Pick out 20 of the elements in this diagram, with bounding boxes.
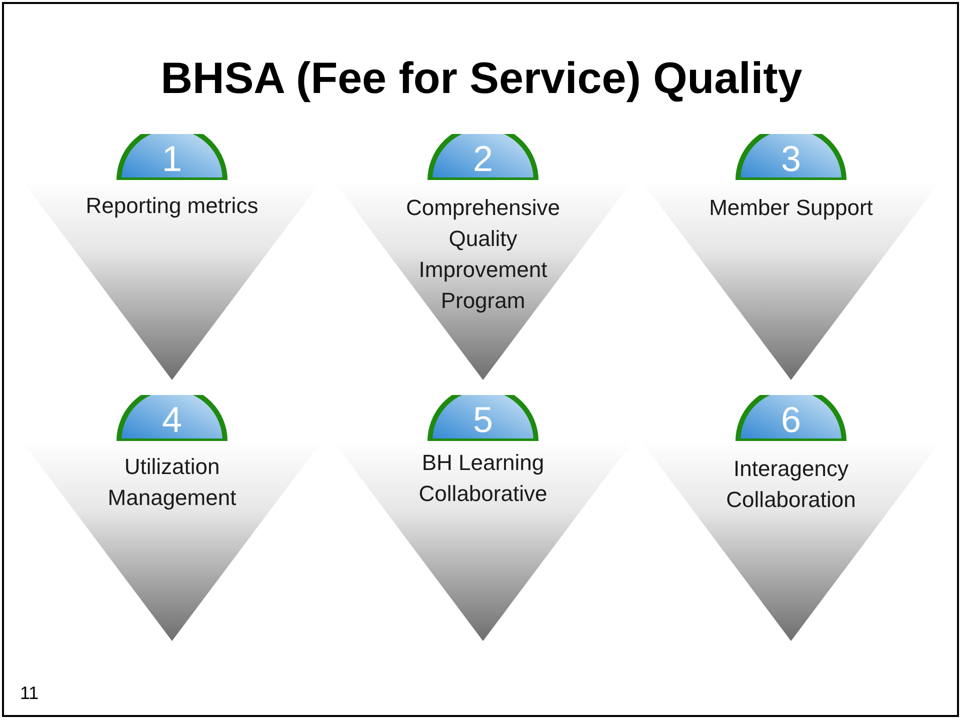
- number-badge: [116, 395, 228, 441]
- step-number: 5: [472, 399, 494, 441]
- page-number: 11: [20, 682, 39, 705]
- title: BHSA (Fee for Service) Quality: [160, 53, 804, 105]
- step-number: 3: [780, 138, 802, 180]
- step-label: Member Support: [709, 194, 873, 222]
- number-badge: [116, 134, 228, 180]
- step-number: 2: [472, 138, 494, 180]
- number-badge: [427, 395, 539, 441]
- number-badge: [427, 134, 539, 180]
- number-badge: [735, 395, 847, 441]
- step-label: Interagency Collaboration: [725, 455, 857, 514]
- step-label: Reporting metrics: [86, 192, 258, 220]
- number-badge: [735, 134, 847, 180]
- step-label: BH Learning Collaborative: [418, 449, 548, 508]
- step-number: 4: [160, 399, 184, 441]
- step-label: Utilization Management: [106, 453, 238, 512]
- step-number: 6: [780, 399, 802, 441]
- step-number: 1: [160, 138, 184, 180]
- step-label: Comprehensive Quality Improvement Program: [404, 194, 562, 315]
